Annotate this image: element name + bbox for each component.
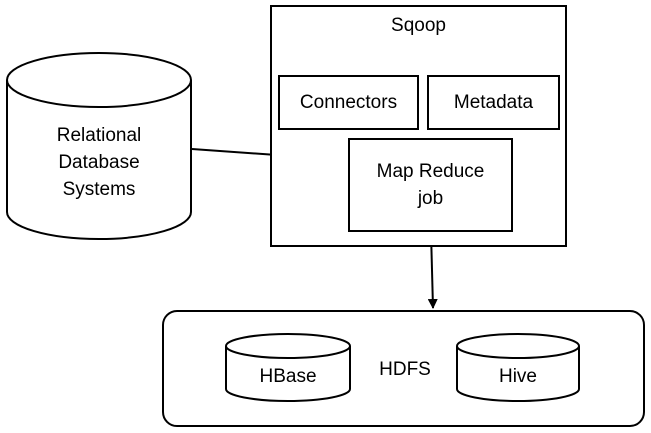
mapreduce-job-box <box>348 138 513 232</box>
sqoop-title: Sqoop <box>391 14 446 36</box>
rdbms-label-line1: Relational <box>56 124 142 146</box>
hdfs-label: HDFS <box>379 358 431 380</box>
hive-label: Hive <box>498 365 537 387</box>
hbase-label: HBase <box>259 365 317 387</box>
connectors-box <box>278 75 419 130</box>
hbase-cylinder <box>225 333 351 402</box>
connectors-label: Connectors <box>299 92 398 113</box>
rdbms-label-line3: Systems <box>62 178 136 200</box>
mapreduce-job-label: Map Reduce job <box>348 138 513 232</box>
hive-cylinder <box>456 333 580 402</box>
rdbms-label-line2: Database <box>58 151 140 173</box>
rdbms-cylinder <box>6 52 192 240</box>
mapreduce-job-line1: Map Reduce <box>376 161 485 182</box>
metadata-label: Metadata <box>453 92 534 113</box>
rdbms-label: Relational Database Systems <box>7 120 191 204</box>
metadata-box <box>427 75 560 130</box>
mapreduce-job-line2: job <box>417 188 444 209</box>
